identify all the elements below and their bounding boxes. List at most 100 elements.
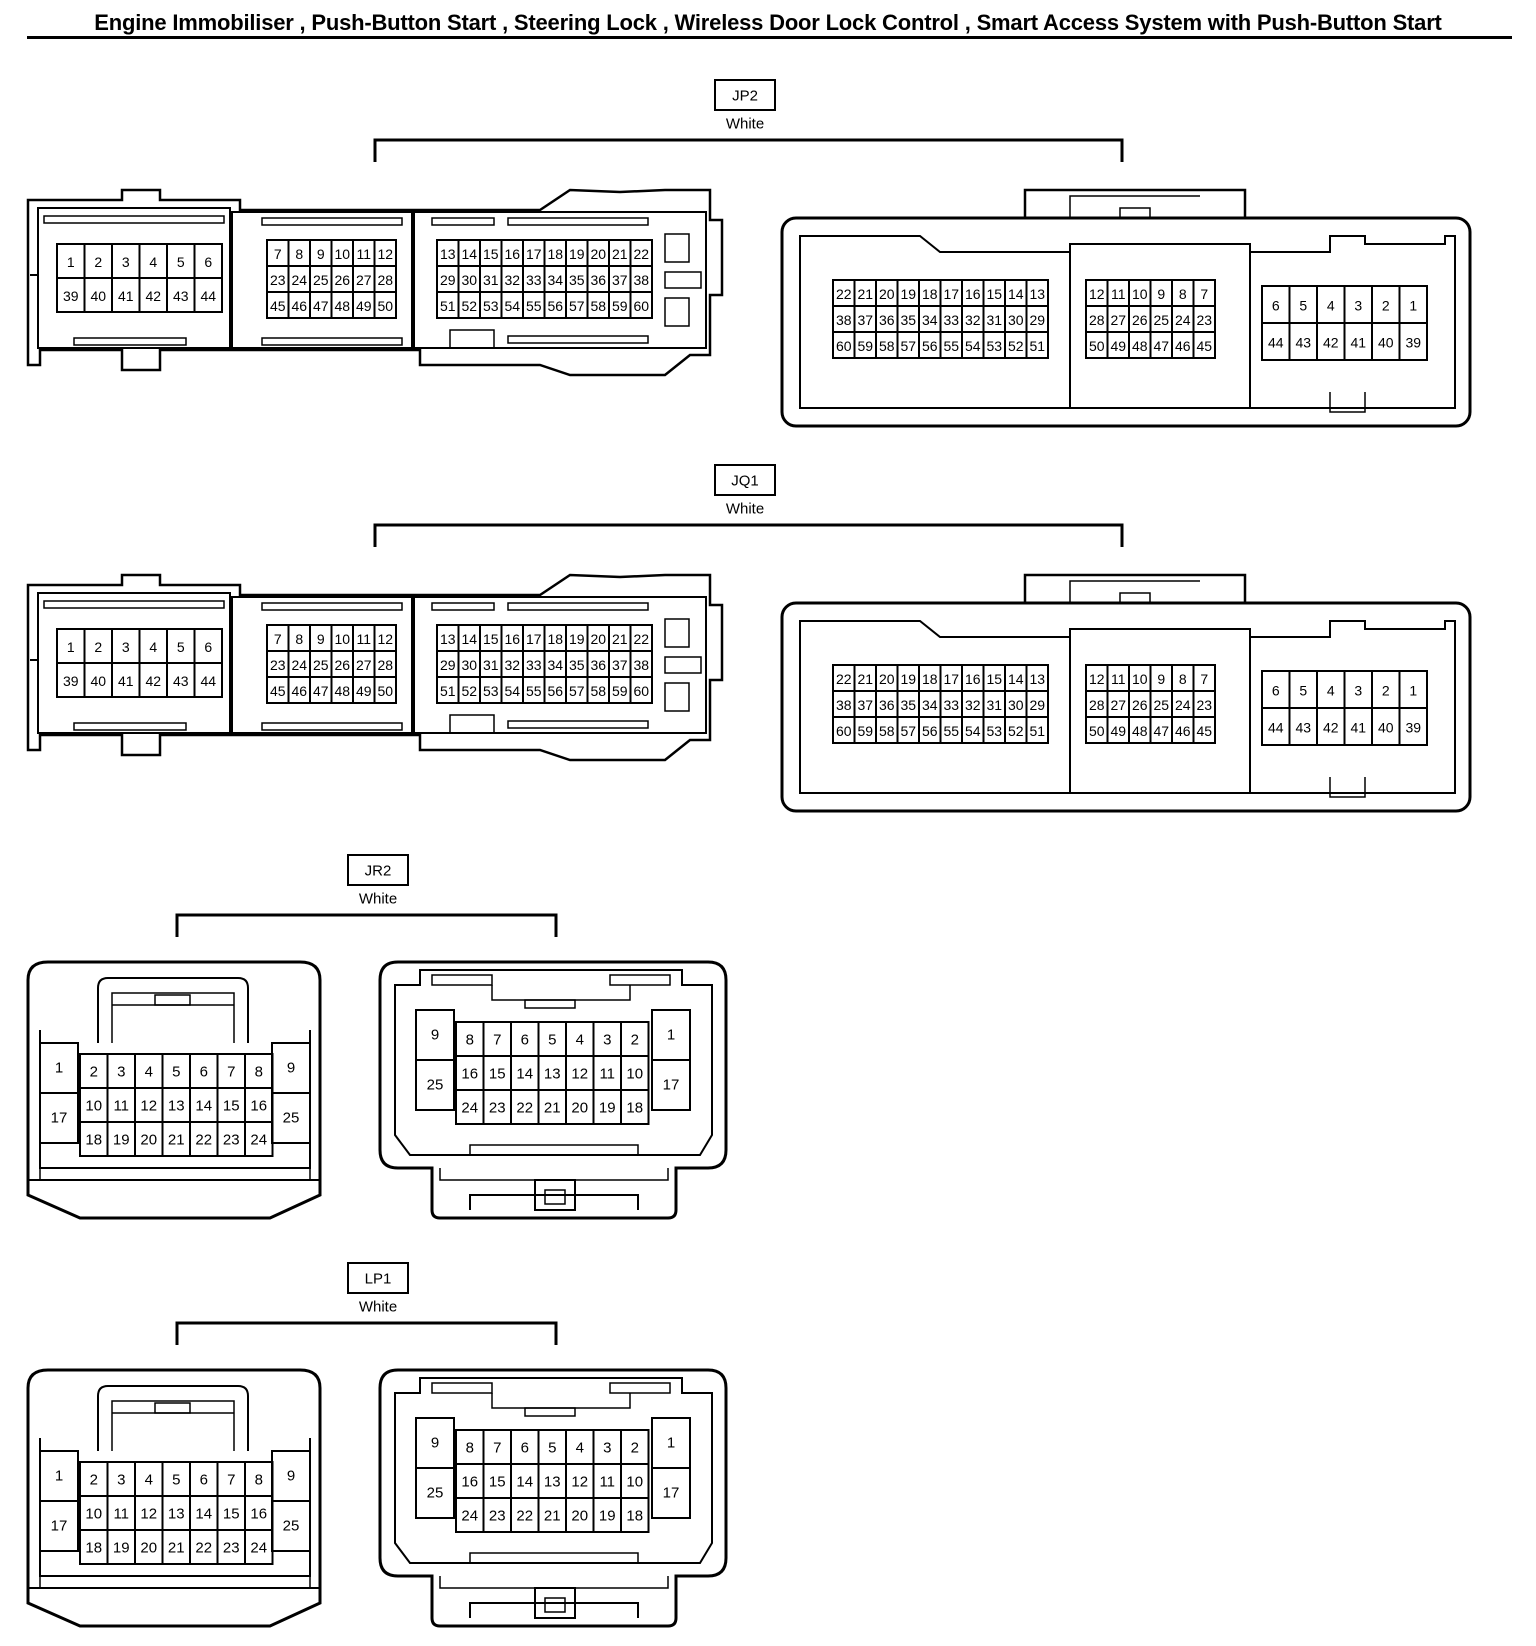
pin-number: 33 [943, 312, 959, 328]
pin-cell [651, 1059, 691, 1111]
pin-number: 11 [1111, 286, 1126, 302]
pin-number: 8 [466, 1440, 474, 1457]
pin-number: 7 [227, 1472, 235, 1489]
housing-inner [37, 592, 231, 734]
connector-id: JR2 [365, 863, 392, 880]
pin-number: 28 [377, 657, 393, 673]
pin-number: 22 [516, 1100, 533, 1117]
connector-bracket [373, 523, 1124, 547]
pin-number: 16 [250, 1098, 267, 1115]
pin-number: 23 [270, 657, 286, 673]
housing-inner [413, 596, 707, 734]
pin-number: 26 [1132, 312, 1148, 328]
pin-number: 22 [516, 1508, 533, 1525]
pin-number: 10 [1132, 671, 1148, 687]
pin-number: 56 [922, 723, 938, 739]
pin-number: 15 [223, 1098, 240, 1115]
pin-number: 5 [177, 639, 185, 655]
pin-number: 35 [900, 697, 916, 713]
pin-number: 13 [168, 1098, 185, 1115]
pin-number: 21 [168, 1540, 185, 1557]
pin-number: 1 [67, 254, 75, 270]
pin-number: 22 [195, 1540, 212, 1557]
pin-number: 19 [599, 1100, 616, 1117]
pin-number: 3 [603, 1032, 611, 1049]
pin-number: 20 [571, 1100, 588, 1117]
pin-number: 27 [1110, 697, 1126, 713]
pin-number: 16 [250, 1506, 267, 1523]
pin-number: 17 [526, 631, 542, 647]
pin-cell [373, 676, 397, 704]
pin-number: 20 [140, 1132, 157, 1149]
housing-inner [231, 211, 413, 349]
pin-number: 41 [1350, 720, 1366, 736]
pin-number: 3 [122, 254, 130, 270]
pin-number: 5 [1299, 298, 1307, 314]
pin-number: 8 [255, 1472, 263, 1489]
connector-id: JQ1 [731, 473, 759, 490]
housing-inner [799, 620, 1456, 794]
bottom-lock [544, 1597, 566, 1613]
pin-number: 12 [377, 631, 393, 647]
pin-number: 43 [1295, 720, 1311, 736]
pin-number: 4 [145, 1064, 153, 1081]
pin-number: 14 [516, 1474, 533, 1491]
pin-cell [629, 291, 653, 319]
pin-number: 55 [526, 298, 542, 314]
bottom-lock [534, 1179, 576, 1211]
pin-number: 45 [270, 683, 286, 699]
pin-cell [415, 1467, 455, 1519]
pin-number: 10 [1132, 286, 1148, 302]
pin-number: 14 [1008, 671, 1024, 687]
pin-number: 2 [631, 1440, 639, 1457]
pin-number: 24 [250, 1132, 267, 1149]
pin-number: 23 [1196, 697, 1212, 713]
pin-number: 28 [377, 272, 393, 288]
pin-number: 52 [461, 683, 477, 699]
pin-number: 54 [965, 723, 981, 739]
housing-rail [469, 1552, 639, 1564]
latch-tab [524, 1407, 576, 1417]
pin-number: 18 [626, 1100, 643, 1117]
pin-number: 20 [590, 631, 606, 647]
pin-number: 7 [274, 246, 282, 262]
latch-slot [73, 337, 187, 346]
pin-number: 42 [1323, 335, 1339, 351]
pin-number: 54 [504, 298, 520, 314]
pin-number: 33 [526, 272, 542, 288]
pin-number: 60 [633, 683, 649, 699]
latch-slot [43, 215, 225, 224]
pin-number: 25 [1153, 697, 1169, 713]
pin-number: 32 [965, 312, 981, 328]
pin-number: 19 [900, 671, 916, 687]
connector-id: LP1 [365, 1271, 392, 1288]
pin-number: 60 [836, 723, 852, 739]
latch-slot [491, 1393, 631, 1409]
pin-cell [373, 291, 397, 319]
pin-number: 7 [493, 1440, 501, 1457]
pin-number: 18 [547, 246, 563, 262]
pin-number: 55 [943, 338, 959, 354]
guide-slot [664, 297, 690, 327]
pin-number: 24 [1175, 312, 1191, 328]
pin-number: 48 [334, 683, 350, 699]
pin-number: 8 [1179, 671, 1187, 687]
connector-bracket [175, 913, 558, 937]
pin-number: 1 [55, 1468, 63, 1485]
pin-number: 10 [85, 1098, 102, 1115]
connector-bracket [373, 138, 1124, 162]
pin-number: 20 [571, 1508, 588, 1525]
pin-number: 1 [1409, 683, 1417, 699]
pin-number: 39 [63, 673, 79, 689]
pin-number: 50 [377, 298, 393, 314]
latch-slot [261, 722, 403, 731]
pin-number: 18 [547, 631, 563, 647]
pin-number: 2 [1382, 683, 1390, 699]
pin-number: 37 [612, 272, 628, 288]
pin-number: 4 [1327, 298, 1335, 314]
